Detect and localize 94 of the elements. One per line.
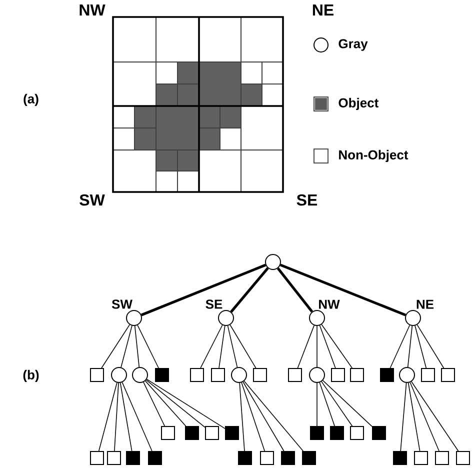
connector-line [321, 324, 352, 368]
connector-line [400, 382, 407, 452]
open-square [414, 451, 428, 465]
circle-node [132, 367, 148, 383]
branch-label: NW [319, 300, 340, 309]
filled-square [148, 451, 162, 465]
connector-line [280, 264, 406, 316]
quadrant-label: SW [80, 194, 105, 206]
connector-line [276, 267, 314, 312]
connector-line [242, 381, 284, 452]
connector-line [244, 380, 304, 452]
open-square [288, 368, 302, 382]
connector-line [319, 325, 336, 368]
circle-node [309, 310, 325, 326]
filled-square [225, 426, 239, 440]
filled-square [238, 451, 252, 465]
filled-square [393, 451, 407, 465]
quadrant-label: SE [296, 194, 318, 206]
circle-node [309, 367, 325, 383]
open-square [190, 368, 204, 382]
circle-node [405, 310, 421, 326]
open-square [421, 368, 435, 382]
filled-square [330, 426, 344, 440]
open-square [90, 368, 104, 382]
connector-line [416, 324, 444, 368]
connector-line [241, 382, 266, 452]
connector-line [122, 382, 152, 452]
circle-node [231, 367, 247, 383]
circle-node [265, 254, 281, 270]
connector-line [143, 382, 166, 426]
connector-line [316, 382, 318, 426]
connector-line [316, 326, 318, 368]
circle-node [399, 367, 415, 383]
legend-label: Non-Object [339, 150, 408, 162]
circle-node [218, 310, 234, 326]
open-square [211, 368, 225, 382]
connector-line [114, 382, 119, 452]
connector-line [390, 324, 410, 368]
connector-line [101, 324, 130, 368]
connector-line [140, 264, 266, 316]
connector-line [230, 324, 256, 368]
connector-line [146, 380, 206, 428]
connector-line [407, 326, 413, 368]
connector-line [218, 326, 226, 368]
open-square [441, 368, 455, 382]
connector-line [239, 382, 245, 452]
quadrant-label: NW [80, 4, 106, 16]
filled-square [380, 368, 394, 382]
connector-line [98, 382, 118, 452]
connector-line [408, 382, 420, 452]
legend-label: Object [338, 98, 378, 110]
filled-square [310, 426, 324, 440]
open-square [260, 451, 274, 465]
open-square [331, 368, 345, 382]
connector-line [321, 381, 353, 426]
connector-line [227, 325, 238, 368]
connector-line [134, 326, 140, 368]
open-square [253, 368, 267, 382]
panel-label: (a) [24, 94, 38, 106]
filled-square [281, 451, 295, 465]
filled-square [185, 426, 199, 440]
filled-square [126, 451, 140, 465]
connector-line [144, 380, 186, 426]
circle-node [126, 310, 142, 326]
open-square [350, 426, 364, 440]
connector-line [230, 267, 269, 313]
branch-label: SE [206, 300, 222, 309]
open-square [205, 426, 219, 440]
connector-line [137, 324, 159, 368]
open-square [90, 451, 104, 465]
panel-label: (b) [23, 370, 39, 382]
open-square [456, 451, 470, 465]
branch-label: NE [416, 300, 434, 309]
connector-line [120, 382, 132, 452]
connector-line [319, 382, 335, 426]
open-square [161, 426, 175, 440]
connector-line [200, 324, 223, 368]
filled-square [155, 368, 169, 382]
filled-square [372, 426, 386, 440]
quadrant-label: NE [312, 4, 334, 16]
circle-node [111, 367, 127, 383]
connector-line [410, 382, 440, 452]
connector-line [297, 325, 315, 368]
open-square [435, 451, 449, 465]
connector-line [411, 381, 459, 452]
legend-label: Gray [338, 39, 368, 51]
branch-label: SW [112, 300, 132, 309]
connector-line [322, 380, 372, 427]
open-square [350, 368, 364, 382]
connector-line [120, 325, 132, 368]
connector-line [146, 378, 226, 429]
connector-line [414, 325, 427, 368]
open-square [107, 451, 121, 465]
filled-square [302, 451, 316, 465]
